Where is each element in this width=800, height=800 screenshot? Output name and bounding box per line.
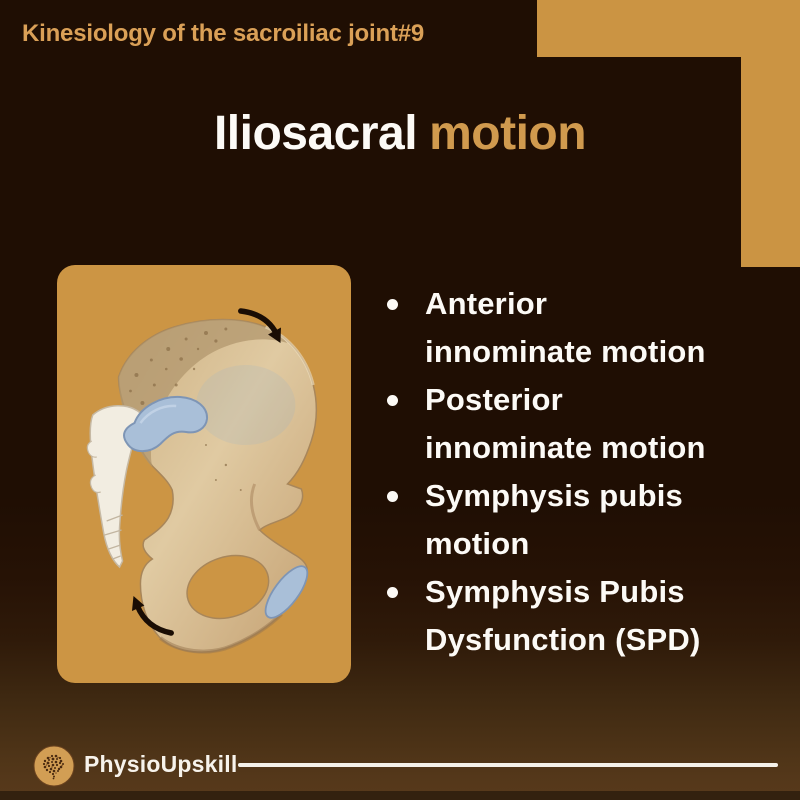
bullet-list: Anterior innominate motion Posterior inn…: [385, 280, 785, 664]
bottom-edge-strip: [0, 791, 800, 800]
bullet-text: Posterior: [425, 382, 563, 417]
list-item: Symphysis pubis motion: [385, 472, 785, 568]
page-title-main: Iliosacral: [213, 107, 418, 160]
footer-divider-line: [238, 763, 778, 767]
physioupskill-logo: [33, 745, 75, 787]
page-title-accent: motion: [429, 107, 587, 160]
list-item: Anterior innominate motion: [385, 280, 785, 376]
bone-speckle-texture: [129, 327, 242, 491]
dotted-brain-icon: [33, 745, 75, 787]
anterior-rotation-arrow: [238, 308, 281, 343]
iliac-crest-rough-area: [118, 319, 288, 467]
bullet-text: innominate motion: [425, 430, 706, 465]
pubic-symphysis-cartilage: [264, 565, 309, 619]
list-item: Symphysis Pubis Dysfunction (SPD): [385, 568, 785, 664]
bullet-text: Symphysis Pubis: [425, 574, 685, 609]
list-item: Posterior innominate motion: [385, 376, 785, 472]
sacrum-process-bumps: [86, 440, 101, 494]
acetabulum-ridge: [250, 483, 261, 531]
bullet-text: Symphysis pubis: [425, 478, 683, 513]
corner-decoration-vertical-bar: [741, 0, 800, 267]
series-title: Kinesiology of the sacroiliac joint#9: [22, 20, 425, 47]
bullet-text: motion: [425, 526, 530, 561]
auricular-surface-highlight: [139, 404, 177, 424]
ischium-rough-edge: [159, 612, 283, 654]
auricular-surface-cartilage: [123, 395, 208, 453]
bullet-text: Dysfunction (SPD): [425, 622, 701, 657]
coccyx-segment-lines: [104, 514, 123, 560]
iliac-fossa-tint: [196, 365, 296, 445]
anatomy-figure-panel: [57, 265, 351, 683]
innominate-bone-illustration: [86, 308, 318, 654]
posterior-rotation-arrow: [131, 596, 174, 636]
bullet-text: innominate motion: [425, 334, 706, 369]
bullet-text: Anterior: [425, 286, 548, 321]
brand-name: PhysioUpskill: [84, 751, 238, 777]
